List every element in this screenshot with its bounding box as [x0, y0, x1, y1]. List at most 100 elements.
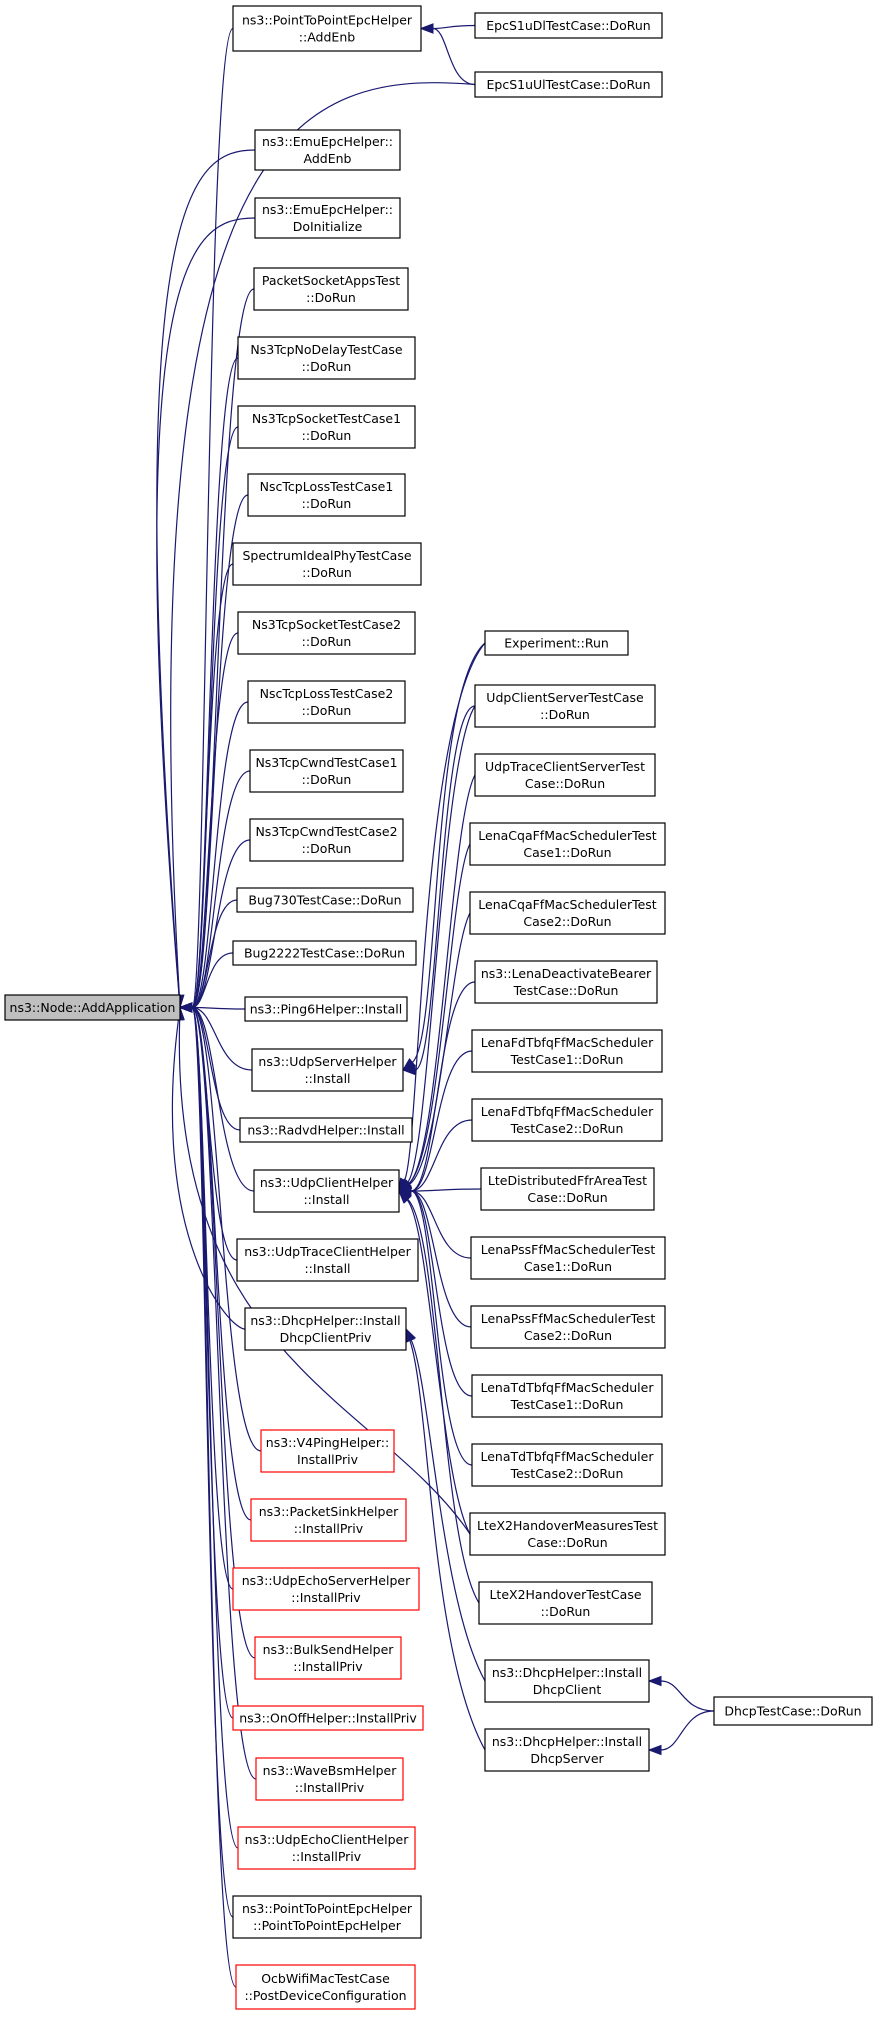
node-onoff[interactable]: ns3::OnOffHelper::InstallPriv — [232, 1705, 424, 1731]
node-udpclient[interactable]: ns3::UdpClientHelper::Install — [253, 1169, 400, 1213]
node-label-line: ns3::UdpClientHelper — [260, 1175, 394, 1190]
node-box — [235, 1964, 416, 2010]
node-nscloss1[interactable]: NscTcpLossTestCase1::DoRun — [247, 473, 406, 517]
node-dhcptest[interactable]: DhcpTestCase::DoRun — [713, 1696, 873, 1726]
edge-line — [156, 149, 256, 996]
node-box — [474, 960, 658, 1004]
node-box — [4, 994, 181, 1021]
node-udpserver[interactable]: ns3::UdpServerHelper::Install — [251, 1048, 404, 1092]
edge-bug2222-to-root — [178, 952, 234, 1013]
node-label-line: ns3::Ping6Helper::Install — [250, 1002, 403, 1017]
edge-line — [660, 1710, 715, 1751]
edge-line — [410, 1190, 472, 1259]
node-emu_addenb[interactable]: ns3::EmuEpcHelper::AddEnb — [254, 129, 401, 171]
node-label-line: ::Install — [303, 1192, 349, 1207]
node-label-line: ::PostDeviceConfiguration — [244, 1988, 406, 2003]
node-label-line: ns3::WaveBsmHelper — [263, 1763, 398, 1778]
node-s1udl[interactable]: EpcS1uDlTestCase::DoRun — [474, 12, 663, 39]
node-ping6[interactable]: ns3::Ping6Helper::Install — [244, 996, 408, 1022]
node-nodelay[interactable]: Ns3TcpNoDelayTestCase::DoRun — [237, 336, 416, 380]
node-box — [232, 940, 417, 966]
node-label-line: ::DoRun — [302, 496, 352, 511]
node-label-line: ns3::UdpServerHelper — [258, 1054, 397, 1069]
node-packetsocket[interactable]: PacketSocketAppsTest::DoRun — [253, 267, 409, 311]
node-label-line: ns3::PointToPointEpcHelper — [242, 13, 413, 28]
node-box — [484, 630, 629, 656]
node-udpechoserver[interactable]: ns3::UdpEchoServerHelper::InstallPriv — [232, 1567, 420, 1611]
arrow-head-icon — [647, 1744, 662, 1756]
node-label-line: ns3::LenaDeactivateBearer — [481, 966, 652, 981]
node-sock2[interactable]: Ns3TcpSocketTestCase2::DoRun — [237, 611, 416, 655]
node-bulksend[interactable]: ns3::BulkSendHelper::InstallPriv — [254, 1636, 402, 1680]
edge-line — [170, 82, 476, 996]
node-nscloss2[interactable]: NscTcpLossTestCase2::DoRun — [247, 680, 406, 724]
node-label-line: ::DoRun — [541, 1604, 591, 1619]
edge-line — [191, 1006, 246, 1010]
node-box — [471, 1443, 663, 1487]
node-label-line: ns3::PointToPointEpcHelper — [242, 1901, 413, 1916]
node-label-line: ::InstallPriv — [293, 1659, 363, 1674]
arrow-head-icon — [397, 1190, 412, 1204]
node-p2p_ctor[interactable]: ns3::PointToPointEpcHelper::PointToPoint… — [232, 1895, 422, 1939]
node-label-line: Ns3TcpNoDelayTestCase — [250, 342, 402, 357]
node-p2p_addenb[interactable]: ns3::PointToPointEpcHelper::AddEnb — [232, 5, 422, 52]
node-label-line: Case::DoRun — [527, 1535, 607, 1550]
node-label-line: ::AddEnb — [299, 30, 355, 45]
node-wavebsm[interactable]: ns3::WaveBsmHelper::InstallPriv — [255, 1757, 404, 1801]
node-spectrum[interactable]: SpectrumIdealPhyTestCase::DoRun — [232, 542, 422, 586]
edge-line — [191, 632, 239, 1009]
node-cwnd2[interactable]: Ns3TcpCwndTestCase2::DoRun — [249, 818, 404, 862]
node-box — [244, 996, 408, 1022]
node-experiment[interactable]: Experiment::Run — [484, 630, 629, 656]
node-label-line: LenaCqaFfMacSchedulerTest — [478, 828, 657, 843]
node-box — [260, 1429, 395, 1473]
node-emu_doinit[interactable]: ns3::EmuEpcHelper::DoInitialize — [254, 197, 401, 239]
node-box — [484, 1728, 650, 1772]
node-sock1[interactable]: Ns3TcpSocketTestCase1::DoRun — [237, 405, 416, 449]
node-udptrace[interactable]: ns3::UdpTraceClientHelper::Install — [236, 1238, 419, 1282]
node-label-line: LenaFdTbfqFfMacScheduler — [481, 1104, 654, 1119]
node-label-line: ns3::UdpEchoClientHelper — [245, 1832, 410, 1847]
node-radvd[interactable]: ns3::RadvdHelper::Install — [239, 1117, 413, 1143]
node-box — [232, 1567, 420, 1611]
node-label-line: ns3::V4PingHelper:: — [266, 1435, 389, 1450]
node-label-line: ns3::UdpTraceClientHelper — [244, 1244, 411, 1259]
node-label-line: ::DoRun — [302, 565, 352, 580]
node-box — [470, 1236, 666, 1280]
node-s1uul[interactable]: EpcS1uUlTestCase::DoRun — [474, 71, 663, 98]
edge-line — [410, 1119, 473, 1192]
node-box — [250, 1498, 407, 1542]
node-udpechoclient[interactable]: ns3::UdpEchoClientHelper::InstallPriv — [237, 1826, 416, 1870]
node-bug2222[interactable]: Bug2222TestCase::DoRun — [232, 940, 417, 966]
edge-tdtbfq1-to-udpclient — [397, 1185, 473, 1397]
node-label-line: ns3::EmuEpcHelper:: — [262, 202, 393, 217]
node-label-line: InstallPriv — [297, 1452, 359, 1467]
node-label-line: ns3::DhcpHelper::Install — [250, 1313, 400, 1328]
node-label-line: TestCase2::DoRun — [510, 1466, 624, 1481]
edge-line — [410, 1188, 482, 1192]
node-label-line: Ns3TcpCwndTestCase2 — [255, 824, 397, 839]
node-ucst[interactable]: UdpClientServerTestCase::DoRun — [474, 684, 656, 728]
node-packetsink[interactable]: ns3::PacketSinkHelper::InstallPriv — [250, 1498, 407, 1542]
node-label-line: Case::DoRun — [527, 1190, 607, 1205]
node-cwnd1[interactable]: Ns3TcpCwndTestCase1::DoRun — [249, 749, 404, 793]
node-bug730[interactable]: Bug730TestCase::DoRun — [236, 887, 414, 913]
node-v4ping[interactable]: ns3::V4PingHelper::InstallPriv — [260, 1429, 395, 1473]
node-x2ho[interactable]: LteX2HandoverTestCase::DoRun — [478, 1581, 653, 1625]
node-ocb[interactable]: OcbWifiMacTestCase::PostDeviceConfigurat… — [235, 1964, 416, 2010]
